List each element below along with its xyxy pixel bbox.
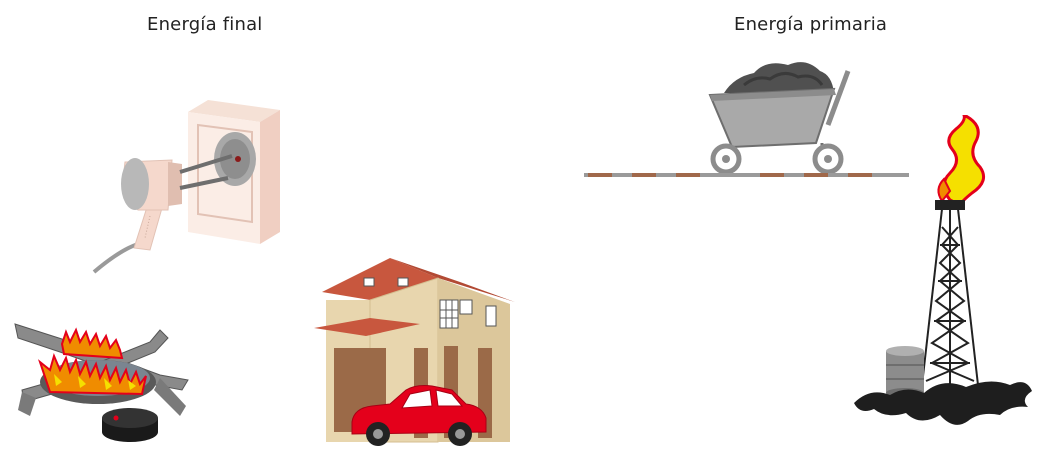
control-knob [102, 408, 158, 442]
energia-final-label: Energía final [147, 14, 263, 35]
derrick-tower [922, 201, 978, 385]
burner-grate [15, 324, 188, 416]
energia-primaria-label: Energía primaria [734, 14, 887, 35]
oil-derrick-illustration [850, 115, 1035, 435]
plug-socket-illustration [90, 92, 290, 277]
oil-spill [854, 381, 1032, 424]
gas-flare [938, 115, 983, 205]
coal-pile [724, 62, 834, 93]
gas-burner-illustration [10, 320, 195, 445]
wall-socket [188, 100, 280, 244]
house-car-illustration [310, 252, 520, 457]
